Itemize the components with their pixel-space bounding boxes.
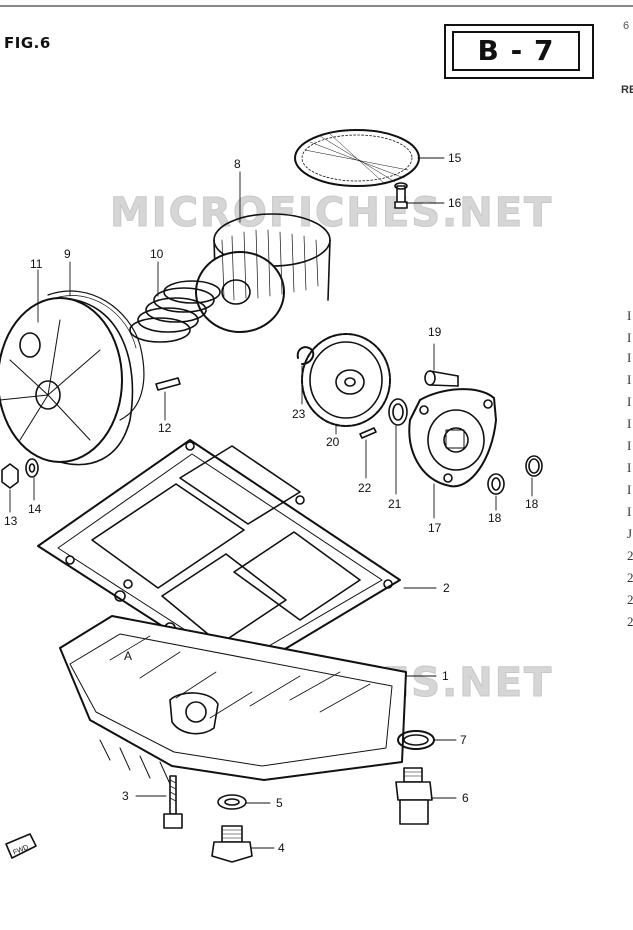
label-part-18-small: 18 <box>488 511 502 525</box>
reference-code: B - 7 <box>452 31 580 71</box>
edge-glyph: I <box>627 330 631 345</box>
label-part-15: 15 <box>448 151 462 165</box>
label-part-3: 3 <box>122 789 129 803</box>
oil-filter-element-drawing <box>195 213 331 333</box>
label-part-23: 23 <box>292 407 306 421</box>
label-part-5: 5 <box>276 796 283 810</box>
strainer-screw-drawing <box>394 182 408 209</box>
page-number: 6 <box>623 20 630 32</box>
label-part-12: 12 <box>158 421 172 435</box>
pump-drive-gear-drawing <box>301 333 391 427</box>
oil-strainer-drawing <box>294 129 420 187</box>
oil-pan-drawing <box>59 615 407 785</box>
edge-glyph: 2 <box>627 614 633 629</box>
edge-glyph: I <box>627 438 631 453</box>
edge-glyph: I <box>627 372 631 387</box>
edge-glyph: 2 <box>627 548 633 563</box>
label-part-6: 6 <box>462 791 469 805</box>
oil-pan-bolt-drawing <box>163 775 183 829</box>
filter-cap-o-ring-drawing <box>47 290 145 421</box>
edge-glyph: I <box>627 482 631 497</box>
drain-plug-drawing <box>211 825 253 863</box>
label-part-8: 8 <box>234 157 241 171</box>
label-part-10: 10 <box>150 247 164 261</box>
oil-pump-drawing <box>408 388 497 488</box>
cap-washer-drawing <box>25 458 39 478</box>
edge-glyph: I <box>627 504 631 519</box>
label-part-9: 9 <box>64 247 71 261</box>
label-part-4: 4 <box>278 841 285 855</box>
figure-title: FIG.6 <box>4 34 51 52</box>
reference-box: B - 7 <box>444 24 594 79</box>
label-part-19: 19 <box>428 325 442 339</box>
label-part-17: 17 <box>428 521 442 535</box>
edge-glyph: J <box>627 526 632 541</box>
pump-shim-drawing <box>388 398 408 426</box>
leader-lines <box>9 157 533 849</box>
right-edge-column: I I I I I I I I I I J 2 2 2 2 <box>627 308 633 629</box>
label-part-2: 2 <box>443 581 450 595</box>
front-arrow-marker <box>5 833 37 859</box>
label-part-18-large: 18 <box>525 497 539 511</box>
pump-screw-drawing <box>424 370 459 387</box>
watermark-top: MICROFICHES.NET <box>109 190 554 237</box>
label-part-22: 22 <box>358 481 372 495</box>
label-part-14: 14 <box>28 502 42 516</box>
label-part-20: 20 <box>326 435 340 449</box>
pan-mark-a: A <box>124 649 132 663</box>
drain-plug-gasket-drawing <box>217 794 247 810</box>
cap-stud-drawing <box>155 377 181 391</box>
label-part-21: 21 <box>388 497 402 511</box>
oil-filter-cap-drawing <box>0 297 134 466</box>
edge-glyph: I <box>627 394 631 409</box>
cap-nut-drawing <box>1 463 19 489</box>
oil-pressure-switch-union-drawing <box>395 767 433 825</box>
label-part-11: 11 <box>30 257 43 271</box>
gear-pin-drawing <box>359 427 377 439</box>
filter-spring-drawing <box>129 280 221 343</box>
edge-glyph: I <box>627 460 631 475</box>
label-part-7: 7 <box>460 733 467 747</box>
edge-glyph: I <box>627 416 631 431</box>
edge-glyph: 2 <box>627 570 633 585</box>
pump-o-ring-large-drawing <box>525 455 543 477</box>
pump-o-ring-small-drawing <box>487 473 505 495</box>
edge-glyph: I <box>627 350 631 365</box>
edge-glyph: I <box>627 308 631 323</box>
label-part-1: 1 <box>442 669 449 683</box>
label-part-13: 13 <box>4 514 18 528</box>
union-o-ring-drawing <box>397 730 435 750</box>
label-part-16: 16 <box>448 196 462 210</box>
edge-glyph: 2 <box>627 592 633 607</box>
right-column-heading: RE <box>621 84 633 96</box>
